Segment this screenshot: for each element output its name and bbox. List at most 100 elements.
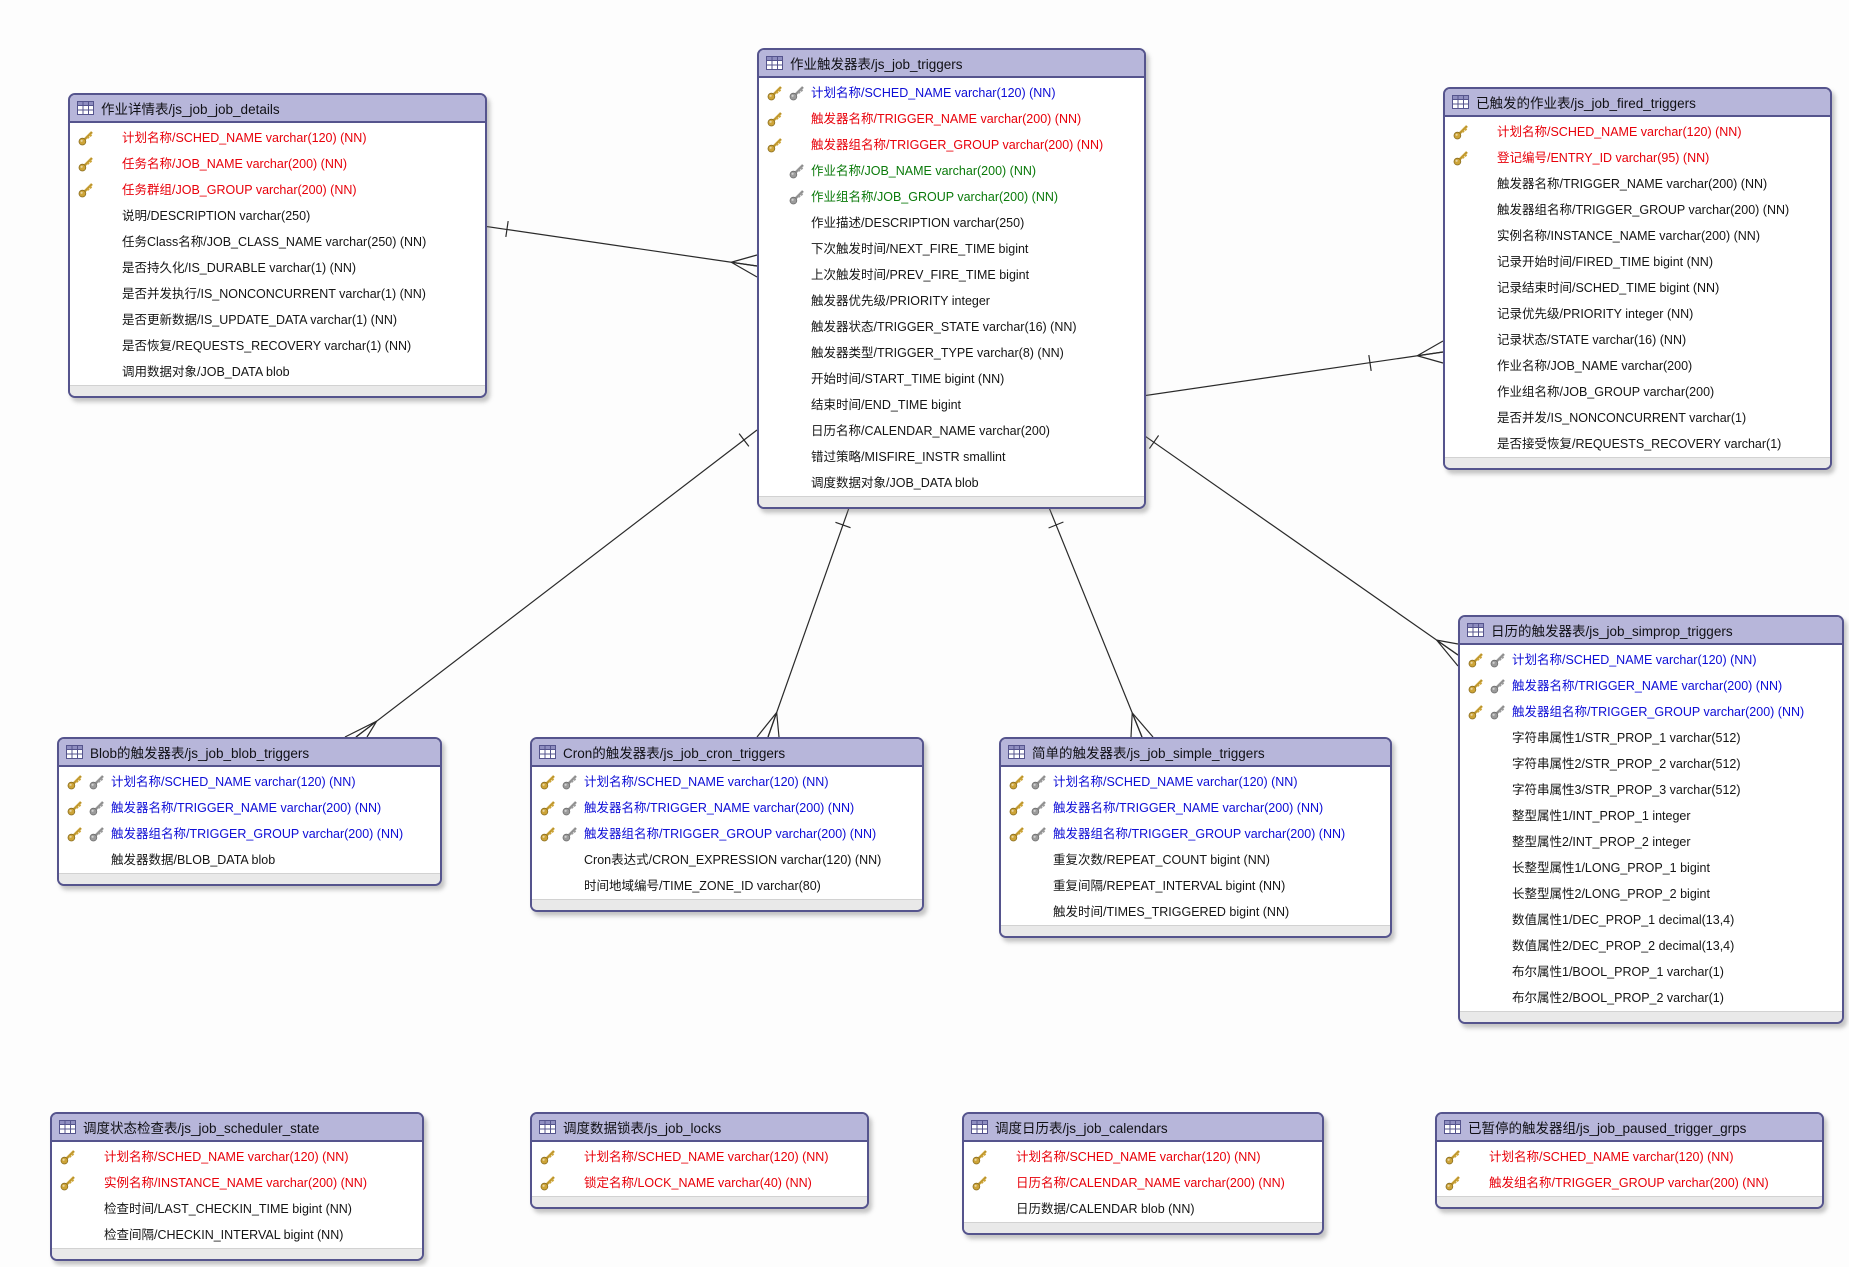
field-row[interactable]: 整型属性2/INT_PROP_2 integer	[1460, 829, 1842, 855]
field-row[interactable]: 日历名称/CALENDAR_NAME varchar(200)	[759, 418, 1144, 444]
entity-header[interactable]: 已触发的作业表/js_job_fired_triggers	[1445, 89, 1830, 117]
field-row[interactable]: 锁定名称/LOCK_NAME varchar(40) (NN)	[532, 1170, 867, 1196]
field-row[interactable]: 计划名称/SCHED_NAME varchar(120) (NN)	[59, 769, 440, 795]
field-row[interactable]: 重复次数/REPEAT_COUNT bigint (NN)	[1001, 847, 1390, 873]
field-row[interactable]: 触发时间/TIMES_TRIGGERED bigint (NN)	[1001, 899, 1390, 925]
field-row[interactable]: 计划名称/SCHED_NAME varchar(120) (NN)	[532, 1144, 867, 1170]
field-row[interactable]: 触发器数据/BLOB_DATA blob	[59, 847, 440, 873]
field-row[interactable]: 触发器名称/TRIGGER_NAME varchar(200) (NN)	[1460, 673, 1842, 699]
field-row[interactable]: 作业名称/JOB_NAME varchar(200) (NN)	[759, 158, 1144, 184]
field-row[interactable]: 结束时间/END_TIME bigint	[759, 392, 1144, 418]
field-row[interactable]: 检查间隔/CHECKIN_INTERVAL bigint (NN)	[52, 1222, 422, 1248]
field-row[interactable]: 作业描述/DESCRIPTION varchar(250)	[759, 210, 1144, 236]
field-row[interactable]: 调用数据对象/JOB_DATA blob	[70, 359, 485, 385]
field-row[interactable]: 触发组名称/TRIGGER_GROUP varchar(200) (NN)	[1437, 1170, 1822, 1196]
field-row[interactable]: 上次触发时间/PREV_FIRE_TIME bigint	[759, 262, 1144, 288]
field-row[interactable]: 说明/DESCRIPTION varchar(250)	[70, 203, 485, 229]
field-row[interactable]: 重复间隔/REPEAT_INTERVAL bigint (NN)	[1001, 873, 1390, 899]
field-row[interactable]: 作业名称/JOB_NAME varchar(200)	[1445, 353, 1830, 379]
entity-header[interactable]: 作业详情表/js_job_job_details	[70, 95, 485, 123]
field-row[interactable]: 是否并发/IS_NONCONCURRENT varchar(1)	[1445, 405, 1830, 431]
field-row[interactable]: 触发器优先级/PRIORITY integer	[759, 288, 1144, 314]
field-row[interactable]: 记录开始时间/FIRED_TIME bigint (NN)	[1445, 249, 1830, 275]
field-row[interactable]: Cron表达式/CRON_EXPRESSION varchar(120) (NN…	[532, 847, 922, 873]
field-row[interactable]: 实例名称/INSTANCE_NAME varchar(200) (NN)	[52, 1170, 422, 1196]
entity-header[interactable]: 调度状态检查表/js_job_scheduler_state	[52, 1114, 422, 1142]
field-row[interactable]: 计划名称/SCHED_NAME varchar(120) (NN)	[1460, 647, 1842, 673]
field-row[interactable]: 计划名称/SCHED_NAME varchar(120) (NN)	[52, 1144, 422, 1170]
field-row[interactable]: 是否接受恢复/REQUESTS_RECOVERY varchar(1)	[1445, 431, 1830, 457]
entity-header[interactable]: 作业触发器表/js_job_triggers	[759, 50, 1144, 78]
entity-header[interactable]: 日历的触发器表/js_job_simprop_triggers	[1460, 617, 1842, 645]
field-row[interactable]: 触发器名称/TRIGGER_NAME varchar(200) (NN)	[759, 106, 1144, 132]
field-row[interactable]: 长整型属性2/LONG_PROP_2 bigint	[1460, 881, 1842, 907]
field-row[interactable]: 触发器状态/TRIGGER_STATE varchar(16) (NN)	[759, 314, 1144, 340]
field-row[interactable]: 字符串属性2/STR_PROP_2 varchar(512)	[1460, 751, 1842, 777]
field-row[interactable]: 是否更新数据/IS_UPDATE_DATA varchar(1) (NN)	[70, 307, 485, 333]
field-row[interactable]: 长整型属性1/LONG_PROP_1 bigint	[1460, 855, 1842, 881]
field-row[interactable]: 是否恢复/REQUESTS_RECOVERY varchar(1) (NN)	[70, 333, 485, 359]
field-row[interactable]: 布尔属性2/BOOL_PROP_2 varchar(1)	[1460, 985, 1842, 1011]
field-row[interactable]: 数值属性1/DEC_PROP_1 decimal(13,4)	[1460, 907, 1842, 933]
field-row[interactable]: 整型属性1/INT_PROP_1 integer	[1460, 803, 1842, 829]
field-row[interactable]: 是否持久化/IS_DURABLE varchar(1) (NN)	[70, 255, 485, 281]
field-row[interactable]: 计划名称/SCHED_NAME varchar(120) (NN)	[964, 1144, 1322, 1170]
field-row[interactable]: 触发器类型/TRIGGER_TYPE varchar(8) (NN)	[759, 340, 1144, 366]
field-row[interactable]: 实例名称/INSTANCE_NAME varchar(200) (NN)	[1445, 223, 1830, 249]
entity-header[interactable]: 已暂停的触发器组/js_job_paused_trigger_grps	[1437, 1114, 1822, 1142]
field-row[interactable]: 调度数据对象/JOB_DATA blob	[759, 470, 1144, 496]
field-row[interactable]: 记录状态/STATE varchar(16) (NN)	[1445, 327, 1830, 353]
field-row[interactable]: 字符串属性3/STR_PROP_3 varchar(512)	[1460, 777, 1842, 803]
field-row[interactable]: 字符串属性1/STR_PROP_1 varchar(512)	[1460, 725, 1842, 751]
field-row[interactable]: 触发器名称/TRIGGER_NAME varchar(200) (NN)	[532, 795, 922, 821]
field-row[interactable]: 任务Class名称/JOB_CLASS_NAME varchar(250) (N…	[70, 229, 485, 255]
entity-header[interactable]: Cron的触发器表/js_job_cron_triggers	[532, 739, 922, 767]
entity-header[interactable]: 调度日历表/js_job_calendars	[964, 1114, 1322, 1142]
field-row[interactable]: 布尔属性1/BOOL_PROP_1 varchar(1)	[1460, 959, 1842, 985]
field-row[interactable]: 错过策略/MISFIRE_INSTR smallint	[759, 444, 1144, 470]
entity-header[interactable]: Blob的触发器表/js_job_blob_triggers	[59, 739, 440, 767]
field-row[interactable]: 触发器名称/TRIGGER_NAME varchar(200) (NN)	[1001, 795, 1390, 821]
field-row[interactable]: 触发器组名称/TRIGGER_GROUP varchar(200) (NN)	[759, 132, 1144, 158]
field-row[interactable]: 计划名称/SCHED_NAME varchar(120) (NN)	[1445, 119, 1830, 145]
field-row[interactable]: 是否并发执行/IS_NONCONCURRENT varchar(1) (NN)	[70, 281, 485, 307]
field-row[interactable]: 记录优先级/PRIORITY integer (NN)	[1445, 301, 1830, 327]
field-row[interactable]: 计划名称/SCHED_NAME varchar(120) (NN)	[70, 125, 485, 151]
entity-header[interactable]: 简单的触发器表/js_job_simple_triggers	[1001, 739, 1390, 767]
field-row[interactable]: 日历数据/CALENDAR blob (NN)	[964, 1196, 1322, 1222]
field-row[interactable]: 计划名称/SCHED_NAME varchar(120) (NN)	[1001, 769, 1390, 795]
field-row[interactable]: 开始时间/START_TIME bigint (NN)	[759, 366, 1144, 392]
field-row[interactable]: 检查时间/LAST_CHECKIN_TIME bigint (NN)	[52, 1196, 422, 1222]
field-row[interactable]: 触发器名称/TRIGGER_NAME varchar(200) (NN)	[59, 795, 440, 821]
field-row[interactable]: 触发器名称/TRIGGER_NAME varchar(200) (NN)	[1445, 171, 1830, 197]
field-row[interactable]: 触发器组名称/TRIGGER_GROUP varchar(200) (NN)	[1460, 699, 1842, 725]
field-row[interactable]: 计划名称/SCHED_NAME varchar(120) (NN)	[1437, 1144, 1822, 1170]
field-row[interactable]: 时间地域编号/TIME_ZONE_ID varchar(80)	[532, 873, 922, 899]
field-row[interactable]: 任务群组/JOB_GROUP varchar(200) (NN)	[70, 177, 485, 203]
field-row[interactable]: 计划名称/SCHED_NAME varchar(120) (NN)	[759, 80, 1144, 106]
field-row[interactable]: 日历名称/CALENDAR_NAME varchar(200) (NN)	[964, 1170, 1322, 1196]
field-row[interactable]: 作业组名称/JOB_GROUP varchar(200) (NN)	[759, 184, 1144, 210]
field-row[interactable]: 任务名称/JOB_NAME varchar(200) (NN)	[70, 151, 485, 177]
field-row[interactable]: 数值属性2/DEC_PROP_2 decimal(13,4)	[1460, 933, 1842, 959]
field-row[interactable]: 计划名称/SCHED_NAME varchar(120) (NN)	[532, 769, 922, 795]
field-row[interactable]: 触发器组名称/TRIGGER_GROUP varchar(200) (NN)	[1445, 197, 1830, 223]
field-row[interactable]: 作业组名称/JOB_GROUP varchar(200)	[1445, 379, 1830, 405]
field-row[interactable]: 触发器组名称/TRIGGER_GROUP varchar(200) (NN)	[59, 821, 440, 847]
field-row[interactable]: 记录结束时间/SCHED_TIME bigint (NN)	[1445, 275, 1830, 301]
field-row[interactable]: 触发器组名称/TRIGGER_GROUP varchar(200) (NN)	[532, 821, 922, 847]
field-row[interactable]: 下次触发时间/NEXT_FIRE_TIME bigint	[759, 236, 1144, 262]
entity-header[interactable]: 调度数据锁表/js_job_locks	[532, 1114, 867, 1142]
field-row[interactable]: 触发器组名称/TRIGGER_GROUP varchar(200) (NN)	[1001, 821, 1390, 847]
